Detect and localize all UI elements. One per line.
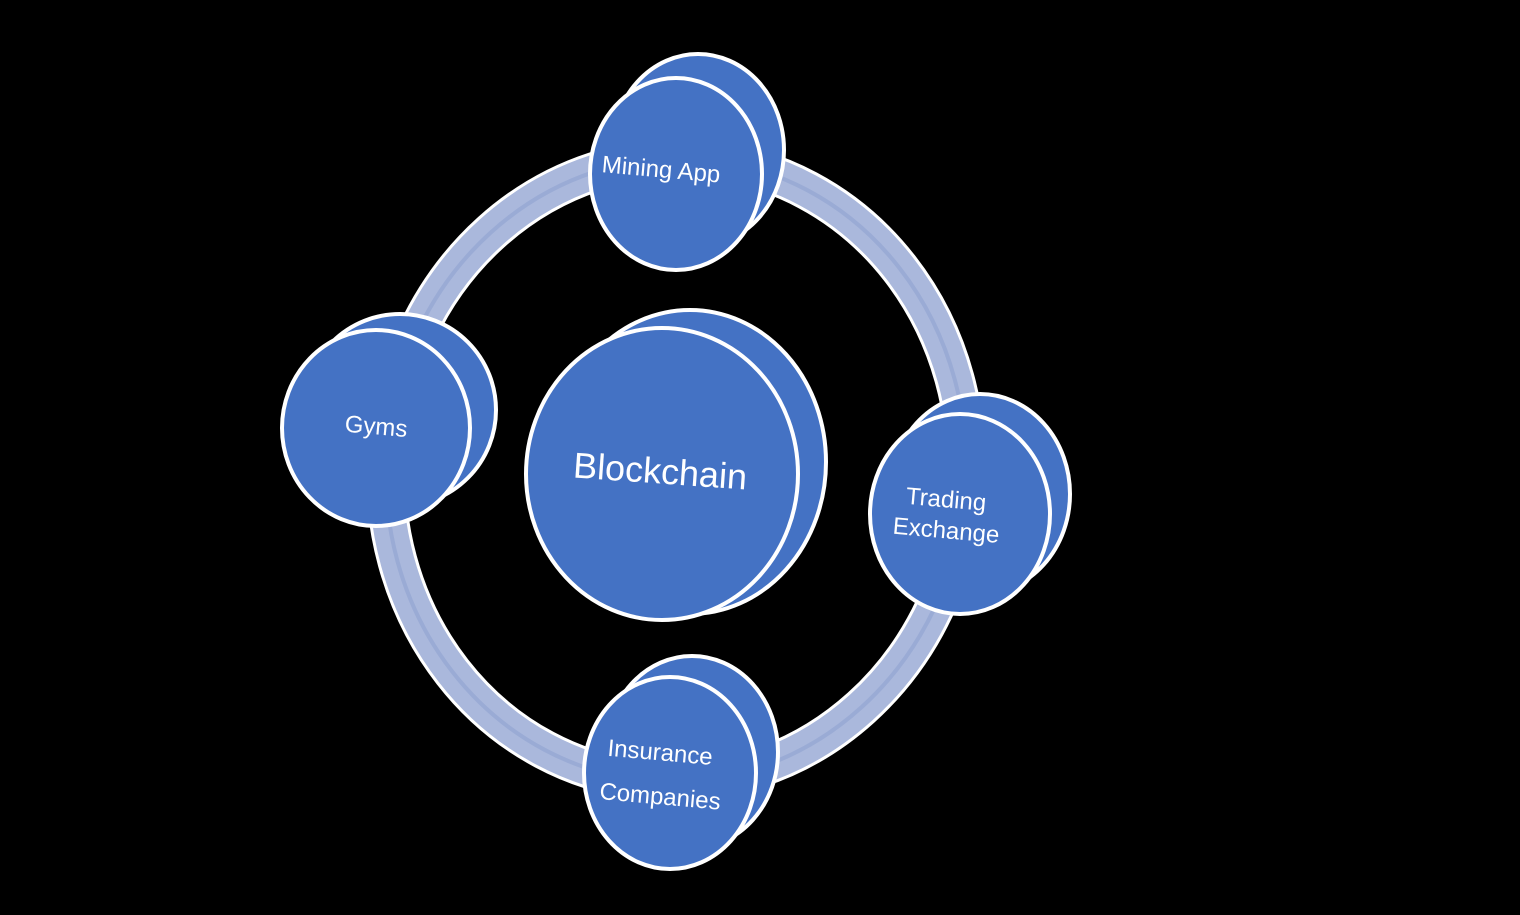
node-insurance-companies: Insurance Companies (582, 654, 780, 871)
node-trading-exchange: Trading Exchange (868, 392, 1072, 616)
center-node-blockchain: Blockchain (524, 308, 828, 622)
node-mining-app: Mining App (588, 52, 786, 272)
node-gyms-label: Gyms (344, 411, 409, 443)
node-gyms: Gyms (280, 312, 498, 528)
